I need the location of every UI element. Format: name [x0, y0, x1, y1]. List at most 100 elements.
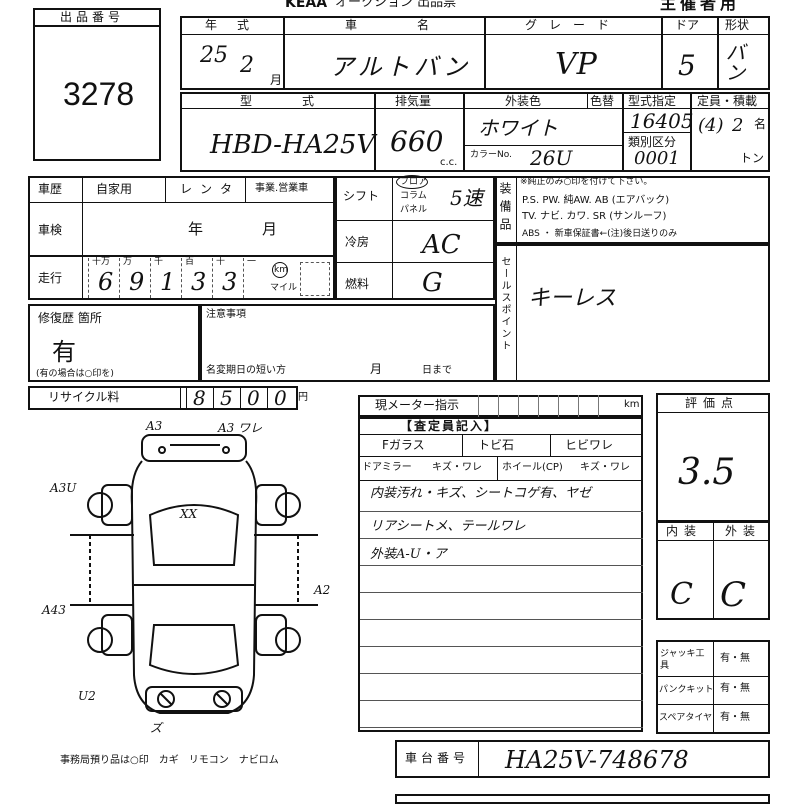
color-no-value: 26U	[530, 146, 573, 170]
owner-label: 主催者用	[660, 0, 741, 13]
meter-cell	[518, 395, 538, 417]
km-circle	[272, 262, 288, 278]
recycle-cell	[213, 386, 240, 410]
repair-label: 修復歴 箇所	[38, 311, 102, 325]
recycle-cell	[240, 386, 267, 410]
logo-text: KEAA	[285, 0, 328, 11]
chassis-label: 車台番号	[405, 751, 470, 765]
class-label: 類別区分	[628, 135, 677, 149]
km-label: km	[274, 265, 288, 275]
recycle-label: リサイクル料	[48, 390, 120, 404]
mileage-digit: 1	[160, 268, 176, 296]
inspector-rule	[360, 619, 643, 620]
mark-rear: ズ	[150, 721, 163, 735]
capacity-load: 2	[732, 115, 744, 136]
ac-value: AC	[422, 230, 461, 260]
inspector-rule	[360, 700, 643, 701]
wheel-options: キズ・ワレ	[580, 462, 630, 473]
sales-point-label: セールスポイント	[499, 256, 510, 352]
vehicle-row-2	[180, 92, 770, 172]
mark-a43-left: A43	[42, 603, 66, 617]
notes-day-until: 日まで	[422, 365, 452, 376]
mileage-cell	[150, 258, 181, 298]
inspector-cell-crack: ヒビワレ	[565, 438, 614, 452]
equipment-line-3[interactable]: ABS ・ 新車保証書←(注)後日送りのみ	[522, 229, 678, 239]
lot-box	[33, 8, 161, 161]
shift-label: シフト	[343, 189, 380, 203]
lot-label: 出品番号	[60, 10, 125, 24]
mirror-options: キズ・ワレ	[432, 462, 482, 473]
meter-cell	[558, 395, 578, 417]
inspection-month-unit: 月	[262, 220, 278, 238]
tool-puncture-value[interactable]: 有・無	[720, 683, 750, 694]
inspector-rule	[360, 673, 643, 674]
inspector-rule	[360, 538, 643, 539]
meter-cell	[478, 395, 498, 417]
tool-jack-value[interactable]: 有・無	[720, 653, 750, 664]
chassis-value: HA25V-748678	[505, 746, 689, 774]
color-no-label: カラーNo.	[470, 150, 512, 160]
mileage-label: 走行	[38, 271, 63, 285]
recycle-digit: 0	[274, 386, 287, 410]
exterior-color-value: ホワイト	[478, 116, 558, 140]
notes-label: 注意事項	[206, 309, 246, 320]
color-change-label: 色替	[590, 94, 615, 108]
model-label: 型式	[240, 94, 365, 108]
inspector-line-2: リアシートメ、テールワレ	[370, 519, 526, 534]
inspector-rule	[360, 592, 643, 593]
mileage-unit-label: 百	[185, 257, 195, 267]
interior-value: C	[670, 577, 693, 612]
chassis-box	[395, 740, 770, 778]
car-diagram[interactable]	[50, 415, 370, 735]
equipment-line-2[interactable]: TV. ナビ. カワ. SR (サンルーフ)	[522, 211, 667, 222]
equipment-note: ※純正のみ○印を付けて下さい。	[520, 177, 653, 187]
shift-opt-column[interactable]: コラム	[400, 191, 427, 201]
tool-spare-value[interactable]: 有・無	[720, 712, 750, 723]
inspector-rule	[360, 646, 643, 647]
model-value: HBD-HA25V	[210, 130, 376, 160]
displacement-unit: c.c.	[440, 157, 458, 168]
mileage-unit-label: 十	[216, 257, 226, 267]
lot-number: 3278	[63, 76, 135, 112]
history-table	[28, 176, 335, 300]
shape-label: 形状	[725, 18, 750, 32]
meter-label: 現メーター指示	[375, 398, 460, 412]
repair-box	[28, 304, 200, 382]
displacement-value: 660	[390, 125, 444, 158]
name-change-label: 名変期日の短い方	[206, 365, 286, 376]
recycle-digit: 5	[220, 386, 233, 410]
sales-point-value: キーレス	[528, 286, 617, 311]
mark-a3-wr: A3 ワレ	[218, 421, 263, 435]
repair-value: 有	[52, 338, 76, 366]
tool-spare-label: スペアタイヤ	[659, 713, 713, 723]
shift-opt-panel[interactable]: パネル	[400, 205, 428, 215]
history-opt-rental[interactable]: レンタ	[180, 182, 241, 196]
mileage-cell	[119, 258, 150, 298]
mileage-digit: 6	[98, 268, 114, 296]
shape-value: バン	[722, 42, 746, 82]
sales-point-box	[495, 244, 770, 382]
tool-jack-label: ジャッキ工具	[660, 649, 705, 671]
meter-cell	[598, 395, 618, 417]
tool-puncture-label: パンクキット	[659, 685, 714, 695]
ton-unit: トン	[740, 151, 765, 165]
recycle-cell	[186, 386, 213, 410]
meter-unit: km	[624, 399, 640, 410]
history-opt-private[interactable]: 自家用	[96, 182, 133, 196]
capacity-persons: (4)	[698, 115, 724, 136]
bottom-cut-box	[395, 794, 770, 804]
history-label: 車歴	[38, 182, 63, 196]
rating-value: 3.5	[678, 452, 736, 493]
recycle-box	[28, 386, 298, 410]
notes-month-unit: 月	[370, 362, 383, 376]
interior-label: 内装	[666, 524, 703, 538]
meter-cell	[498, 395, 518, 417]
mileage-digit: 9	[129, 268, 145, 296]
mark-a3-top: A3	[146, 419, 163, 433]
mileage-cell	[181, 258, 212, 298]
meter-cell	[538, 395, 558, 417]
rating-label: 評価点	[685, 396, 740, 410]
history-opt-business[interactable]: 事業.営業車	[255, 183, 309, 194]
equipment-line-1[interactable]: P.S. PW. 純AW. AB (エアバック)	[522, 195, 670, 206]
km-box	[300, 262, 330, 296]
